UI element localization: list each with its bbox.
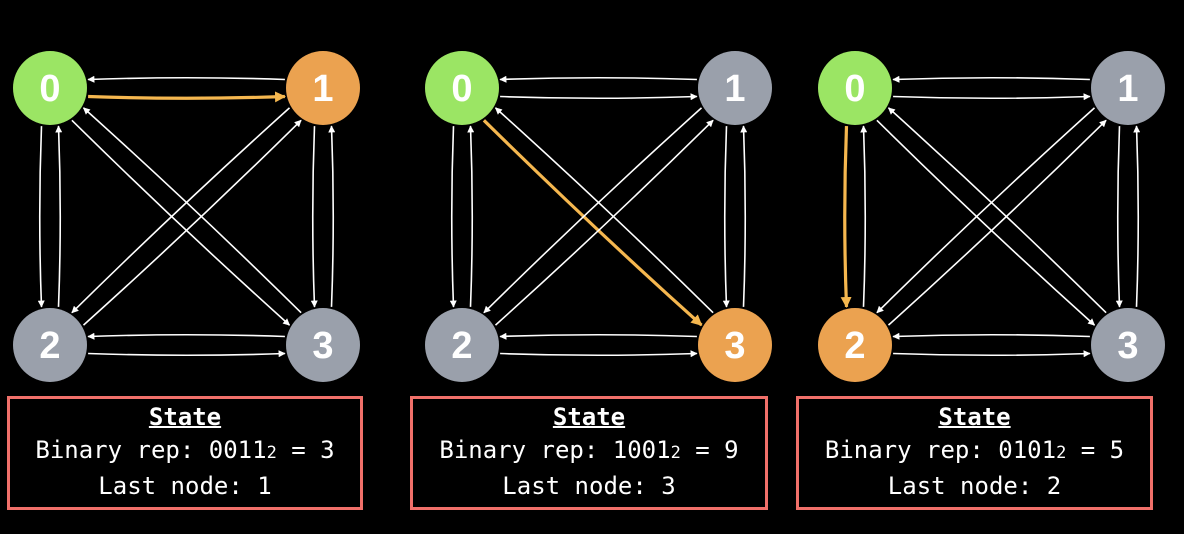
node-2 [818,308,892,382]
state-title: State [938,403,1011,431]
last-node: Last node: 2 [887,472,1062,500]
node-1 [286,51,360,125]
node-label-3: 3 [1117,325,1138,367]
edge-2-to-1 [82,119,302,326]
node-label-3: 3 [724,325,745,367]
node-label-2: 2 [39,325,60,367]
node-2 [13,308,87,382]
binary-rep: Binary rep: 01012 = 5 [824,436,1125,464]
edge-0-to-1 [500,93,698,101]
binary-rep: Binary rep: 10012 = 9 [439,436,739,464]
highlight-edge-0-to-1 [88,91,286,103]
node-label-2: 2 [844,325,865,367]
graph-panel-2: 0 1 2 3 [425,51,772,382]
base-subscript: 2 [1056,443,1067,463]
last-node: Last node: 1 [98,472,272,500]
state-box-3: State Binary rep: 01012 = 5 Last node: 2 [796,396,1153,510]
edge-3-to-0 [82,107,302,314]
edge-0-to-3 [71,119,291,326]
node-3 [286,308,360,382]
node-0 [818,51,892,125]
state-title: State [552,403,626,431]
edge-0-to-2 [449,126,457,308]
edge-3-to-0 [887,107,1107,314]
node-3 [698,308,772,382]
edge-2-to-3 [893,350,1091,358]
edge-0-to-3 [876,119,1096,326]
node-3 [1091,308,1165,382]
edge-1-to-3 [310,126,318,308]
node-0 [13,51,87,125]
state-box-1: State Binary rep: 00112 = 3 Last node: 1 [7,396,363,510]
edge-3-to-1 [1133,125,1141,307]
last-node: Last node: 3 [502,472,676,500]
edge-0-to-2 [37,126,45,308]
edge-3-to-2 [892,332,1090,340]
edge-2-to-3 [88,350,286,358]
edge-3-to-0 [494,107,714,314]
node-1 [1091,51,1165,125]
state-box-2: State Binary rep: 10012 = 9 Last node: 3 [410,396,768,510]
node-label-3: 3 [312,325,333,367]
edge-3-to-1 [328,125,336,307]
node-label-0: 0 [39,68,60,110]
edge-1-to-0 [499,75,697,83]
edge-1-to-3 [722,126,730,308]
edge-3-to-2 [87,332,285,340]
highlight-edge-0-to-3 [482,119,703,327]
node-2 [425,308,499,382]
node-label-0: 0 [844,68,865,110]
edge-1-to-0 [87,75,285,83]
graph-panel-1: 0 1 2 3 [13,51,360,382]
edge-1-to-0 [892,75,1090,83]
edge-3-to-2 [499,332,697,340]
edge-2-to-3 [500,350,698,358]
node-label-1: 1 [312,68,333,110]
base-subscript: 2 [670,443,681,463]
graph-panel-3: 0 1 2 3 [818,51,1165,382]
edge-1-to-3 [1115,126,1123,308]
edge-1-to-2 [71,107,291,314]
edge-2-to-0 [55,125,63,307]
node-0 [425,51,499,125]
edge-2-to-0 [467,125,475,307]
node-1 [698,51,772,125]
base-subscript: 2 [266,443,277,463]
edge-2-to-1 [494,119,714,326]
node-label-2: 2 [451,325,472,367]
node-label-1: 1 [724,68,745,110]
edge-2-to-0 [860,125,868,307]
highlight-edge-0-to-2 [840,126,852,308]
node-label-1: 1 [1117,68,1138,110]
edge-3-to-1 [740,125,748,307]
edge-0-to-1 [893,93,1091,101]
node-label-0: 0 [451,68,472,110]
edge-2-to-1 [887,119,1107,326]
state-title: State [148,403,222,431]
edge-1-to-2 [876,107,1096,314]
edge-1-to-2 [483,107,703,314]
binary-rep: Binary rep: 00112 = 3 [35,436,335,464]
